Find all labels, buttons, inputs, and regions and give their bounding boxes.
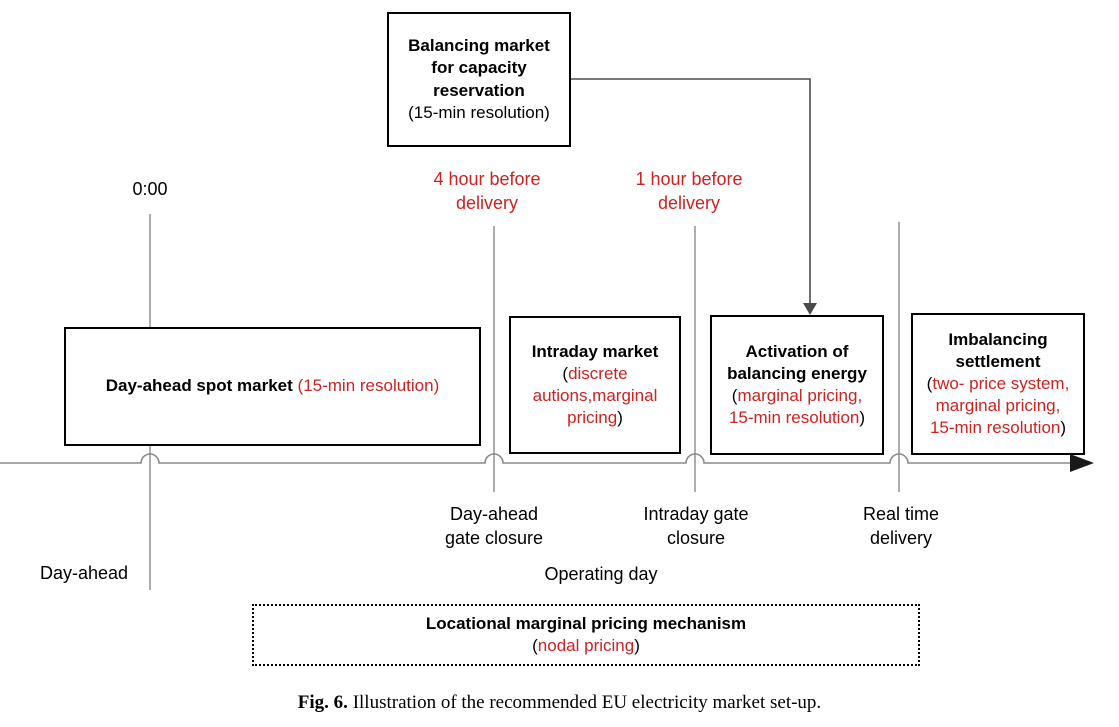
activation-detail-2: 15-min resolution [728,408,860,428]
balancing-market-box: Balancing market for capacity reservatio… [387,12,571,147]
label-realtime-line-2: delivery [869,527,933,548]
intraday-market-paren-open: ( [562,363,569,383]
timeline-axis [0,453,1078,464]
label-day-ahead-period-text: Day-ahead [39,563,129,583]
timeline-arrowhead [1070,454,1094,472]
balancing-market-line-3: reservation [433,80,525,100]
intraday-market-detail-line-1: (discrete [562,363,627,385]
intraday-market-detail-1: discrete [568,363,628,383]
label-operating-day-period: Operating day [510,563,692,587]
figure-caption: Fig. 6. Illustration of the recommended … [0,692,1119,714]
imbalancing-detail-2: marginal pricing, [935,396,1061,416]
day-ahead-spot-market-box: Day-ahead spot market (15-min resolution… [64,327,481,446]
label-realtime-line-1: Real time [862,504,940,524]
locational-marginal-pricing-box: Locational marginal pricing mechanism (n… [252,604,920,666]
label-one-hour-line-1: 1 hour before [635,169,743,189]
activation-balancing-energy-box: Activation of balancing energy (marginal… [710,315,884,455]
lmp-title: Locational marginal pricing mechanism [425,613,747,633]
intraday-market-box: Intraday market (discrete autions,margin… [509,316,681,454]
intraday-market-detail-3: pricing [567,408,618,428]
figure-caption-text: Illustration of the recommended EU elect… [352,692,822,713]
label-intraday-gate-closure: Intraday gate closure [607,503,785,551]
activation-title-line-2: balancing energy [727,363,867,383]
label-real-time-delivery: Real time delivery [812,503,990,551]
lmp-detail: nodal pricing [537,636,635,655]
imbalancing-detail-line-1: (two- price system, [926,373,1070,393]
lmp-detail-line: (nodal pricing) [532,636,640,655]
label-day-ahead-gate-closure: Day-ahead gate closure [405,503,583,551]
imbalancing-detail-3: 15-min resolution [929,418,1061,438]
balancing-market-line-1: Balancing market [408,36,550,56]
day-ahead-spot-market-text: Day-ahead spot market (15-min resolution… [106,375,440,397]
label-one-hour-before-delivery: 1 hour before delivery [600,168,778,216]
intraday-market-title: Intraday market [531,341,659,361]
imbalancing-detail-1: two- price system, [932,373,1070,393]
label-four-hour-line-2: delivery [455,192,519,213]
imbalancing-title-line-1: Imbalancing [948,329,1048,349]
activation-detail-line-1: (marginal pricing, [731,386,863,405]
imbalancing-detail-line-3: 15-min resolution) [929,418,1067,438]
figure-number: Fig. 6. [297,692,348,713]
label-da-gate-line-2: gate closure [444,527,544,548]
label-operating-day-text: Operating day [544,564,658,584]
imbalancing-title-line-2: settlement [955,351,1041,371]
balancing-market-line-2: for capacity [431,58,527,78]
balancing-market-resolution: (15-min resolution) [408,102,550,122]
label-da-gate-line-1: Day-ahead [449,504,539,524]
imbalancing-settlement-box: Imbalancing settlement (two- price syste… [911,313,1085,455]
activation-detail-1: marginal pricing, [737,386,863,405]
connector-arrowhead [803,303,817,315]
label-day-ahead-period: Day-ahead [0,562,168,586]
day-ahead-spot-market-detail: (15-min resolution) [297,376,440,396]
intraday-market-paren-close: ) [617,408,623,428]
label-one-hour-line-2: delivery [657,192,721,213]
intraday-market-detail-2: autions,marginal [532,386,658,405]
label-four-hour-before-delivery: 4 hour before delivery [398,168,576,216]
activation-title-line-1: Activation of [745,341,849,361]
label-midnight-text: 0:00 [132,179,168,199]
label-id-gate-line-2: closure [666,527,726,548]
label-four-hour-line-1: 4 hour before [433,169,541,189]
activation-detail-line-2: 15-min resolution) [728,408,866,428]
day-ahead-spot-market-title: Day-ahead spot market [105,376,298,396]
label-id-gate-line-1: Intraday gate [643,504,749,524]
label-midnight: 0:00 [100,178,200,202]
intraday-market-detail-line-3: pricing) [567,407,623,429]
